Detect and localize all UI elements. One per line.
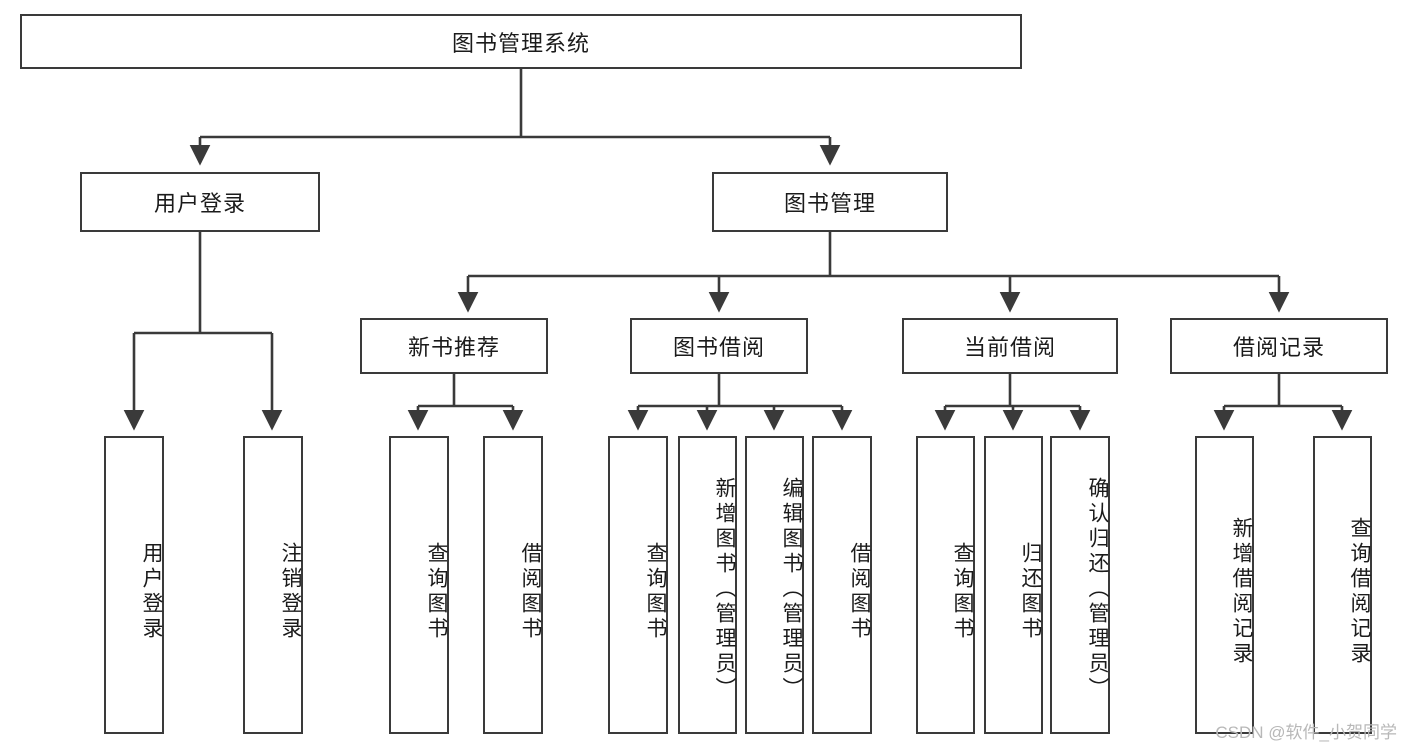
node-book-borrow[interactable]: 图书借阅 [630, 318, 808, 374]
leaf-user-login-login[interactable]: 用户登录 [104, 436, 164, 734]
csdn-watermark: CSDN @软件_小贺同学 [1215, 723, 1397, 742]
leaf-new-book-query-book[interactable]: 查询图书 [389, 436, 449, 734]
node-label: 新增图书（管理员） [713, 476, 736, 702]
node-label: 查询图书 [644, 542, 667, 642]
node-label: 借阅图书 [848, 542, 871, 642]
node-new-book-recommend[interactable]: 新书推荐 [360, 318, 548, 374]
node-label: 借阅记录 [1232, 335, 1325, 360]
leaf-current-borrow-query-book[interactable]: 查询图书 [916, 436, 975, 734]
node-label: 图书管理 [783, 191, 876, 216]
node-user-login[interactable]: 用户登录 [80, 172, 320, 232]
node-label: 用户登录 [140, 542, 163, 642]
node-label: 图书管理系统 [451, 30, 590, 56]
leaf-book-borrow-borrow-book[interactable]: 借阅图书 [812, 436, 872, 734]
leaf-borrow-record-add-record[interactable]: 新增借阅记录 [1195, 436, 1254, 734]
node-label: 图书借阅 [672, 335, 765, 360]
node-label: 注销登录 [279, 542, 302, 642]
node-current-borrow[interactable]: 当前借阅 [902, 318, 1118, 374]
leaf-book-borrow-add-book-admin[interactable]: 新增图书（管理员） [678, 436, 737, 734]
node-label: 查询借阅记录 [1348, 517, 1371, 667]
leaf-current-borrow-return-book[interactable]: 归还图书 [984, 436, 1043, 734]
node-label: 当前借阅 [963, 335, 1056, 360]
node-book-management[interactable]: 图书管理 [712, 172, 948, 232]
node-root-book-management-system[interactable]: 图书管理系统 [20, 14, 1022, 69]
node-label: 查询图书 [951, 542, 974, 642]
node-label: 新书推荐 [407, 335, 500, 360]
node-label: 查询图书 [425, 542, 448, 642]
leaf-borrow-record-query-record[interactable]: 查询借阅记录 [1313, 436, 1372, 734]
leaf-book-borrow-query-book[interactable]: 查询图书 [608, 436, 668, 734]
node-label: 借阅图书 [519, 542, 542, 642]
node-label: 新增借阅记录 [1230, 517, 1253, 667]
leaf-book-borrow-edit-book-admin[interactable]: 编辑图书（管理员） [745, 436, 804, 734]
leaf-new-book-borrow-book[interactable]: 借阅图书 [483, 436, 543, 734]
node-label: 确认归还（管理员） [1086, 476, 1109, 702]
leaf-current-borrow-confirm-return-admin[interactable]: 确认归还（管理员） [1050, 436, 1110, 734]
node-label: 编辑图书（管理员） [780, 476, 803, 702]
node-label: 归还图书 [1019, 542, 1042, 642]
leaf-user-login-logout[interactable]: 注销登录 [243, 436, 303, 734]
node-label: 用户登录 [153, 191, 246, 216]
node-borrow-record[interactable]: 借阅记录 [1170, 318, 1388, 374]
